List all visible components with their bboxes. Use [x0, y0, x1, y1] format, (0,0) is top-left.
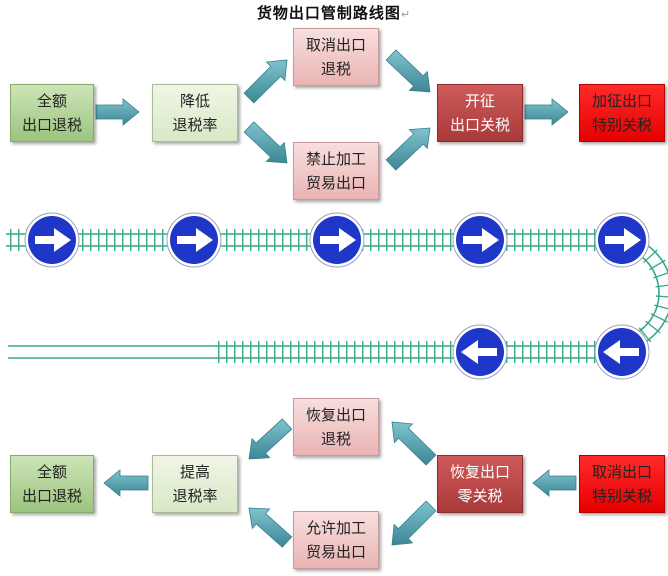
flow-arrow-icon — [385, 49, 431, 93]
node-restore-zero-tariff: 恢复出口 零关税 — [437, 455, 523, 513]
sign-arrow — [35, 228, 71, 252]
node-label: 取消出口 退税 — [305, 36, 366, 78]
node-label: 加征出口 特别关税 — [591, 92, 652, 134]
node-restore-export-refund: 恢复出口 退税 — [293, 398, 379, 456]
left-arrow-sign-icon — [594, 324, 650, 380]
diagram-title: 货物出口管制路线图↵ — [0, 2, 668, 23]
node-label: 全额 出口退税 — [21, 92, 82, 134]
node-ban-processing-trade: 禁止加工 贸易出口 — [293, 142, 379, 200]
flow-arrow-icon — [248, 507, 293, 548]
node-full-export-refund-top: 全额 出口退税 — [10, 84, 94, 142]
right-arrow-sign-icon — [166, 212, 222, 268]
node-levy-export-tariff: 开征 出口关税 — [437, 84, 523, 142]
node-cancel-export-refund: 取消出口 退税 — [293, 28, 379, 86]
paragraph-mark: ↵ — [400, 8, 412, 21]
curve-tie — [654, 304, 668, 310]
node-label: 允许加工 贸易出口 — [305, 519, 366, 561]
right-arrow-sign-icon — [594, 212, 650, 268]
sign-arrow — [461, 340, 497, 364]
curve-tie — [643, 249, 658, 263]
node-label: 禁止加工 贸易出口 — [305, 150, 366, 192]
sign-arrow — [463, 228, 499, 252]
curve-tie — [638, 327, 652, 343]
sign-arrow — [177, 228, 213, 252]
curve-tie — [648, 259, 666, 271]
node-label: 全额 出口退税 — [21, 463, 82, 505]
curve-tie — [653, 272, 668, 279]
node-full-export-refund-bottom: 全额 出口退税 — [10, 455, 94, 513]
title-text: 货物出口管制路线图 — [256, 4, 401, 22]
node-label: 开征 出口关税 — [449, 92, 510, 134]
flow-arrow-icon — [248, 418, 293, 460]
curve-tie — [650, 313, 668, 323]
right-arrow-sign-icon — [452, 212, 508, 268]
flow-arrow-icon — [391, 500, 437, 546]
node-cancel-special-tariff: 取消出口 特别关税 — [579, 455, 665, 513]
curve-tie — [655, 295, 668, 298]
flow-arrow-icon — [243, 121, 288, 164]
flow-arrow-icon — [95, 98, 140, 126]
sign-arrow — [320, 228, 356, 252]
right-arrow-sign-icon — [309, 212, 365, 268]
sign-arrow — [603, 340, 639, 364]
right-arrow-sign-icon — [24, 212, 80, 268]
node-label: 降低 退税率 — [172, 92, 218, 134]
sign-arrow — [605, 228, 641, 252]
node-label: 恢复出口 零关税 — [449, 463, 510, 505]
node-allow-processing-trade: 允许加工 贸易出口 — [293, 511, 379, 569]
flow-arrow-icon — [103, 469, 149, 497]
node-label: 提高 退税率 — [172, 463, 218, 505]
flow-arrow-icon — [385, 127, 431, 171]
curve-tie — [655, 284, 668, 288]
flow-arrow-icon — [243, 59, 288, 104]
left-arrow-sign-icon — [452, 324, 508, 380]
flow-arrow-icon — [391, 421, 437, 466]
curve-tie — [645, 320, 661, 334]
flow-arrow-icon — [524, 98, 569, 126]
node-label: 取消出口 特别关税 — [591, 463, 652, 505]
node-label: 恢复出口 退税 — [305, 406, 366, 448]
node-special-export-tariff: 加征出口 特别关税 — [579, 84, 665, 142]
node-raise-refund-rate: 提高 退税率 — [152, 455, 238, 513]
lower-track-sleepers — [214, 341, 612, 363]
flow-arrow-icon — [532, 469, 577, 497]
lower-track — [8, 341, 612, 363]
node-lower-refund-rate: 降低 退税率 — [152, 84, 238, 142]
